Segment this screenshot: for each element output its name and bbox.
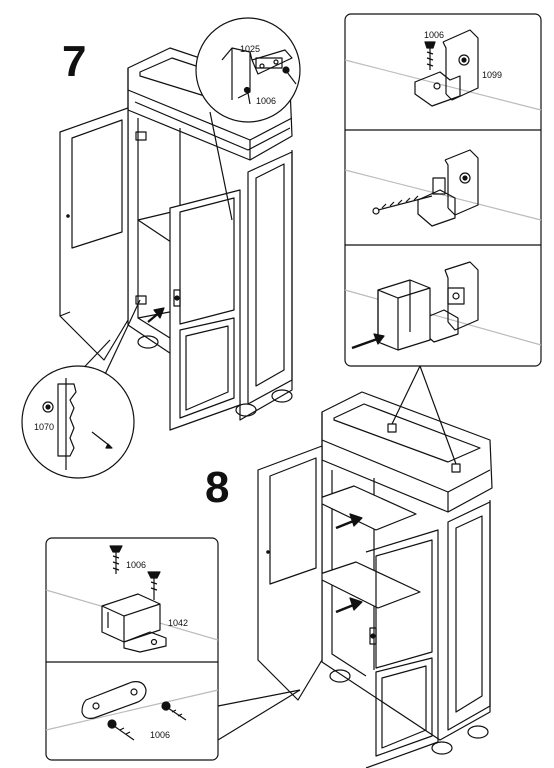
label-hinge-screw-1006: 1006 (256, 96, 276, 106)
strike-plate-icon (81, 681, 147, 719)
label-handle-1070: 1070 (34, 422, 54, 432)
cabinet-step-8 (217, 365, 493, 768)
shelf-arrow-icon (335, 513, 363, 614)
push-arrow-icon (351, 333, 385, 350)
detail-panel-magnet-catch (45, 537, 219, 761)
step-7-number: 7 (62, 37, 87, 86)
bracket-mounted-icon (372, 149, 479, 227)
screw-1006-top-icon (109, 545, 161, 600)
label-magnet-catch-1042: 1042 (168, 618, 188, 628)
detail-panel-brackets (344, 13, 542, 367)
handle-detail-callout (21, 365, 135, 479)
label-magnet-screw-1006: 1006 (126, 560, 146, 570)
hinge-detail-callout (195, 17, 301, 123)
label-plate-screw-1006: 1006 (150, 730, 170, 740)
label-hinge-1025: 1025 (240, 44, 260, 54)
hinge-screw-icon (243, 66, 297, 105)
bracket-catch-icon (377, 261, 479, 351)
magnet-catch-1042-icon (101, 593, 167, 653)
label-screw-1006-top-right: 1006 (424, 30, 444, 40)
bracket-1099-icon (414, 29, 479, 107)
step-8-number: 8 (205, 463, 230, 512)
screw-1006-icon (424, 41, 436, 70)
door-handle-icon (173, 289, 181, 307)
screw-1006-bottom-icon (107, 701, 187, 741)
label-bracket-1099: 1099 (482, 70, 502, 80)
